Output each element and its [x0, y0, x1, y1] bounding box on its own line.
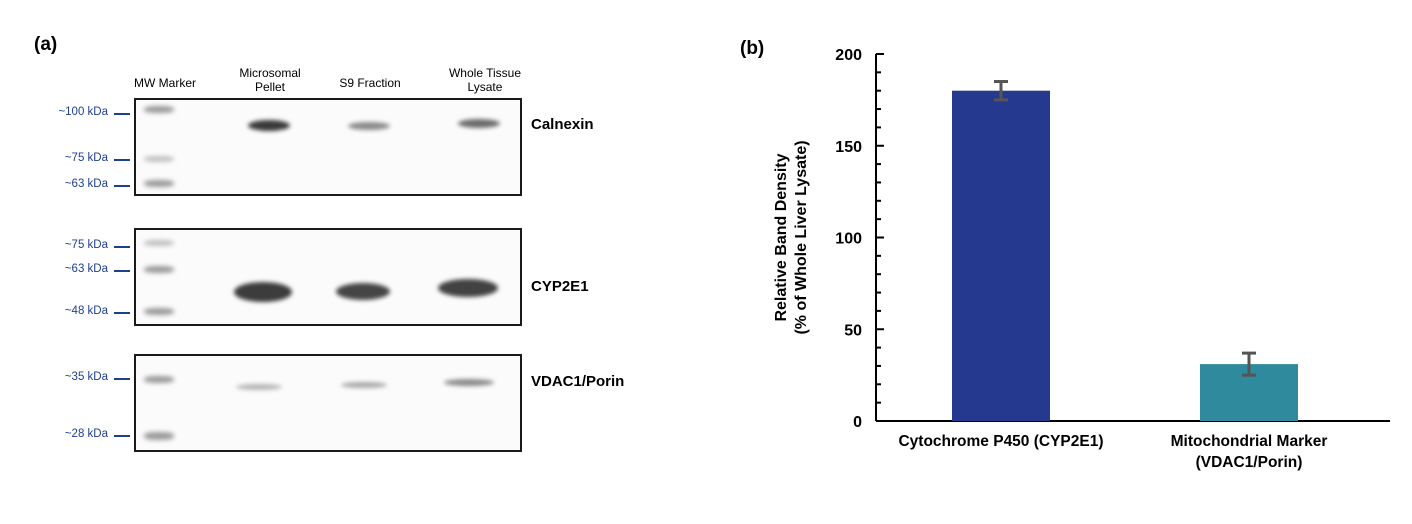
mw-label: ~48 kDa	[64, 305, 108, 317]
category-label: Mitochondrial Marker (VDAC1/Porin)	[1171, 433, 1328, 471]
ladder-band	[144, 240, 174, 246]
band-calnexin-whole	[458, 119, 500, 128]
mw-tick	[114, 185, 130, 187]
y-axis-label-line: Relative Band Density	[773, 153, 790, 321]
ladder-band	[144, 180, 174, 187]
panel-b-label: (b)	[740, 38, 764, 59]
bar-chart: (b) Relative Band Density(% of Whole Liv…	[740, 38, 1390, 471]
mw-label: ~100 kDa	[58, 106, 108, 118]
ladder-band	[144, 308, 174, 315]
category-label-line: Mitochondrial Marker	[1171, 433, 1328, 450]
mw-label: ~75 kDa	[64, 239, 108, 251]
lane-header-whole-tissue-lysate: Whole Tissue Lysate	[448, 66, 522, 94]
band-cyp2e1-s9	[336, 283, 390, 300]
ticks: 0 50 100 150 200	[835, 47, 884, 431]
protein-label-cyp2e1: CYP2E1	[531, 278, 589, 295]
ladder-band	[144, 376, 174, 383]
blot-vdac1	[134, 354, 522, 452]
blot-calnexin	[134, 98, 522, 196]
band-calnexin-s9	[348, 122, 390, 130]
panel-a-label: (a)	[34, 34, 58, 55]
bar	[952, 90, 1050, 421]
category-label: Cytochrome P450 (CYP2E1)	[898, 433, 1103, 450]
lane-header-s9-fraction: S9 Fraction	[339, 76, 401, 90]
band-vdac1-whole	[444, 379, 494, 386]
band-vdac1-microsomal	[236, 384, 282, 390]
mw-label: ~63 kDa	[64, 178, 108, 190]
category-label-line: Cytochrome P450 (CYP2E1)	[898, 433, 1103, 450]
mw-label: ~75 kDa	[64, 152, 108, 164]
mw-tick	[114, 378, 130, 380]
mw-tick	[114, 435, 130, 437]
ladder-band	[144, 106, 174, 113]
mw-label: ~28 kDa	[64, 428, 108, 440]
protein-label-calnexin: Calnexin	[531, 116, 594, 133]
mw-tick	[114, 246, 130, 248]
band-vdac1-s9	[341, 382, 387, 388]
ladder-band	[144, 156, 174, 162]
lane-header-mw-marker: MW Marker	[134, 76, 196, 90]
mw-tick	[114, 312, 130, 314]
mw-tick	[114, 113, 130, 115]
ladder-band	[144, 266, 174, 273]
mw-tick	[114, 159, 130, 161]
band-calnexin-microsomal	[248, 120, 290, 131]
band-cyp2e1-whole	[438, 279, 498, 297]
y-axis-label-line: (% of Whole Liver Lysate)	[793, 140, 810, 334]
blot-cyp2e1	[134, 228, 522, 326]
mw-tick	[114, 270, 130, 272]
y-axis-label: Relative Band Density(% of Whole Liver L…	[773, 140, 810, 334]
protein-label-vdac1: VDAC1/Porin	[531, 373, 625, 390]
mw-label: ~35 kDa	[64, 371, 108, 383]
y-tick-label: 200	[835, 47, 862, 64]
lane-header-microsomal-pellet: Microsomal Pellet	[239, 66, 301, 94]
y-tick-label: 0	[853, 414, 862, 431]
ladder-band	[144, 432, 174, 440]
y-tick-label: 50	[844, 322, 862, 339]
category-labels: Cytochrome P450 (CYP2E1) Mitochondrial Ma…	[898, 433, 1327, 471]
y-tick-label: 150	[835, 139, 862, 156]
category-label-line: (VDAC1/Porin)	[1196, 454, 1303, 471]
band-cyp2e1-microsomal	[234, 282, 292, 302]
bars	[952, 80, 1298, 421]
mw-label: ~63 kDa	[64, 263, 108, 275]
y-tick-label: 100	[835, 231, 862, 248]
